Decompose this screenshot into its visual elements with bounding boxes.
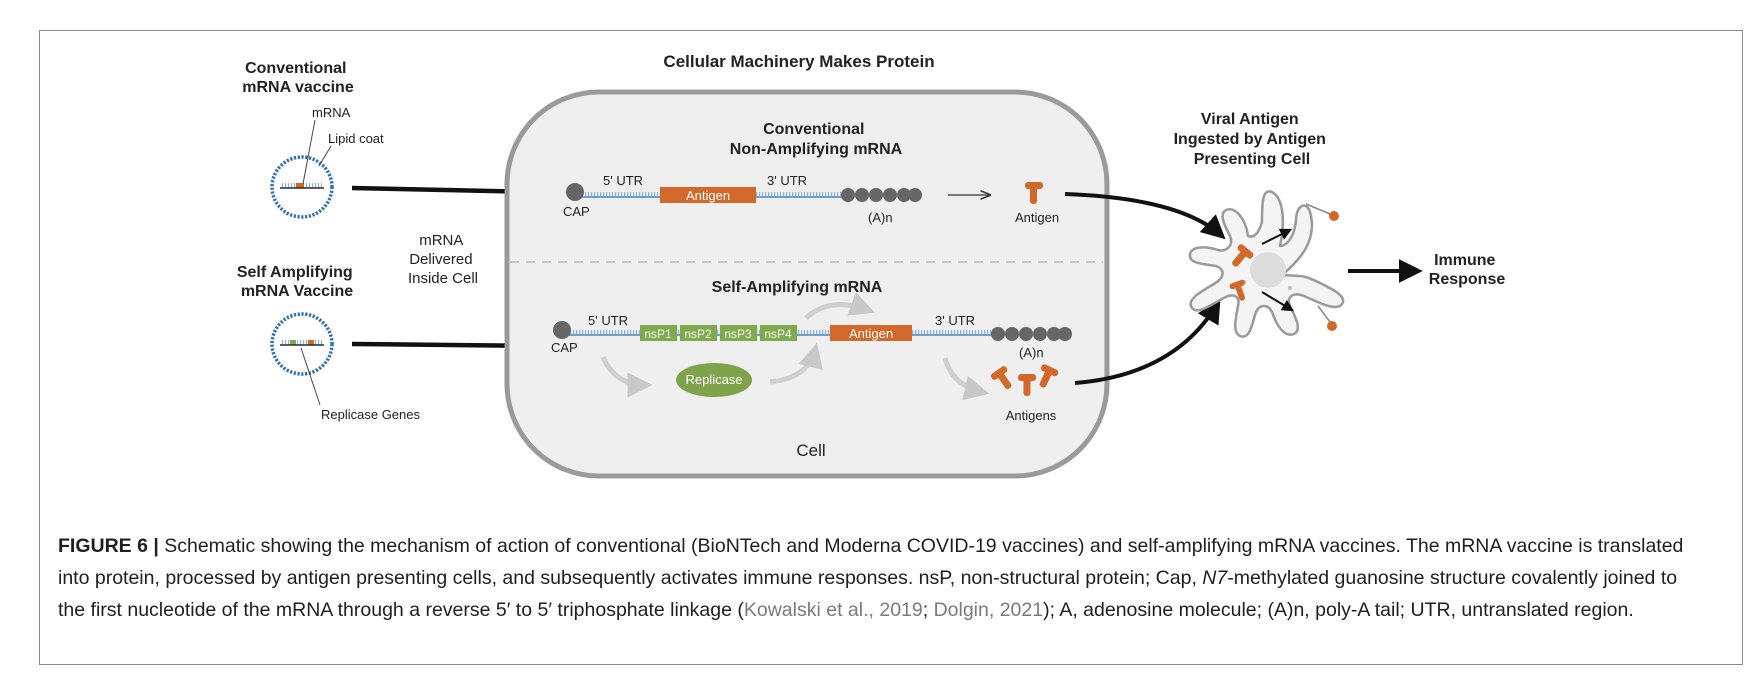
replicase-oval (676, 363, 752, 397)
antigen-presenting-cell (1188, 190, 1345, 338)
flow-arrow-from-replicase (769, 342, 823, 385)
figure-frame (39, 30, 1743, 665)
sa-utr3-label: 3' UTR (935, 313, 975, 328)
mrna-label: mRNA (312, 105, 351, 120)
sa-cap-label: CAP (551, 340, 578, 355)
antigen-to-apc-arrow (1064, 192, 1226, 240)
nsp3-label: nsP3 (724, 327, 752, 341)
citation-dolgin[interactable]: Dolgin, 2021 (933, 599, 1044, 621)
nsp1-label: nsP1 (644, 327, 672, 341)
nsp4-label: nsP4 (764, 327, 792, 341)
citation-kowalski[interactable]: Kowalski et al., 2019 (743, 599, 923, 621)
flow-arrow-amplify (804, 292, 876, 320)
antigens-label: Antigens (1006, 408, 1057, 423)
conventional-mrna-strand (566, 183, 922, 203)
sa-utr5-label: 5' UTR (588, 313, 628, 328)
self-amplifying-mrna-strand (553, 321, 1072, 341)
sa-antigen-box-label: Antigen (849, 326, 893, 341)
antigens-to-apc-arrow (1074, 298, 1221, 385)
caption-text-1: Schematic showing the mechanism of actio… (58, 535, 1684, 589)
antigen-icon (1025, 182, 1043, 204)
figure-caption: FIGURE 6 | Schematic showing the mechani… (58, 530, 1688, 626)
cellular-machinery-title: Cellular Machinery Makes Protein (663, 52, 934, 71)
cell-label: Cell (796, 441, 825, 460)
caption-text-2: -methylated guanosine structure covalent… (58, 567, 1678, 621)
self-amplifying-vesicle (270, 312, 334, 406)
lipid-coat-label-text: Lipid coat (328, 131, 384, 146)
conventional-utr5-label: 5' UTR (603, 173, 643, 188)
antigens-icon (990, 364, 1059, 396)
sa-polya-label: (A)n (1019, 345, 1044, 360)
conventional-mrna-title: Conventional Non-Amplifying mRNA (730, 121, 903, 158)
replicase-genes-label: Replicase Genes (321, 407, 420, 422)
nsp2-label: nsP2 (684, 327, 712, 341)
apc-title: Viral Antigen Ingested by Antigen Presen… (1174, 111, 1331, 168)
conventional-cap-label: CAP (563, 204, 590, 219)
conventional-antigen-box-label: Antigen (686, 188, 730, 203)
mrna-delivered-label: mRNA Delivered Inside Cell (408, 232, 478, 287)
flow-arrow-to-antigens (942, 357, 990, 401)
antigen-label: Antigen (1015, 210, 1059, 225)
caption-n7: N7 (1202, 567, 1228, 589)
immune-response-label: Immune Response (1429, 252, 1506, 288)
flow-arrow-to-replicase (600, 355, 653, 398)
figure-label: FIGURE 6 | (58, 535, 159, 557)
conventional-utr3-label: 3' UTR (767, 173, 807, 188)
caption-separator: ; (922, 599, 934, 621)
conventional-polya-label: (A)n (868, 210, 893, 225)
conventional-vesicle (270, 119, 334, 219)
self-amplifying-mrna-title: Self-Amplifying mRNA (712, 279, 883, 296)
mechanism-diagram: Conventional mRNA vaccine mRNA Lipid coa… (237, 52, 1506, 479)
replicase-label: Replicase (685, 372, 742, 387)
self-amplifying-vaccine-title: Self Amplifying mRNA Vaccine (237, 264, 357, 300)
conventional-vaccine-title: Conventional mRNA vaccine (242, 60, 354, 96)
caption-text-3: ); A, adenosine molecule; (A)n, poly-A t… (1043, 599, 1634, 621)
